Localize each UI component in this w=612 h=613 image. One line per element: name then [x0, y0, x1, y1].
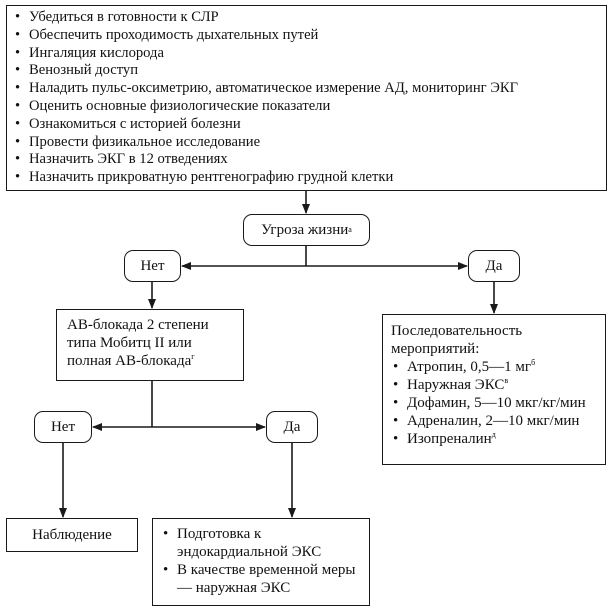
list-item: В качестве временной меры — наружная ЭКС [161, 561, 361, 597]
yes-node-1: Да [468, 250, 520, 282]
pacing-box: Подготовка к эндокардиальной ЭКСВ качест… [152, 518, 370, 606]
av-block-box: АВ-блокада 2 степени типа Мобитц II или … [56, 309, 244, 381]
observation-box: Наблюдение [6, 518, 138, 552]
sequence-list: Атропин, 0,5—1 мгбНаружная ЭКСвДофамин, … [391, 358, 597, 448]
list-item: Наладить пульс-оксиметрию, автоматическо… [13, 80, 600, 98]
no-label: Нет [50, 419, 76, 435]
list-item: Адреналин, 2—10 мкг/мин [391, 412, 597, 430]
footnote-mark: б [531, 358, 536, 367]
list-item: Назначить ЭКГ в 12 отведениях [13, 151, 600, 169]
list-item: Подготовка к эндокардиальной ЭКС [161, 525, 361, 561]
no-node-1: Нет [124, 250, 181, 282]
list-item: Венозный доступ [13, 62, 600, 80]
list-item: Ингаляция кислорода [13, 45, 600, 63]
list-item: Атропин, 0,5—1 мгб [391, 358, 597, 376]
list-item: Дофамин, 5—10 мкг/кг/мин [391, 394, 597, 412]
no-node-2: Нет [34, 411, 92, 443]
yes-label: Да [283, 419, 301, 435]
list-item: Убедиться в готовности к СЛР [13, 9, 600, 27]
list-item: Оценить основные физиологические показат… [13, 98, 600, 116]
av-block-line: типа Мобитц II или [67, 335, 192, 351]
list-item: Провести физикальное исследование [13, 134, 600, 152]
yes-label: Да [485, 258, 503, 274]
footnote-mark: д [491, 430, 496, 439]
list-item: Ознакомиться с историей болезни [13, 116, 600, 134]
list-item: Назначить прикроватную рентгенографию гр… [13, 169, 600, 187]
yes-node-2: Да [266, 411, 318, 443]
footnote-mark: г [191, 352, 195, 361]
av-block-line: полная АВ-блокадаг [67, 352, 195, 370]
no-label: Нет [140, 258, 165, 274]
list-item: Обеспечить проходимость дыхательных путе… [13, 27, 600, 45]
life-threat-label: Угроза жизни [261, 222, 349, 238]
footnote-mark: в [504, 376, 509, 385]
sequence-heading: Последовательность мероприятий: [391, 323, 523, 357]
pacing-list: Подготовка к эндокардиальной ЭКСВ качест… [161, 525, 361, 597]
observation-label: Наблюдение [32, 527, 112, 543]
av-block-line: АВ-блокада 2 степени [67, 317, 209, 333]
initial-actions-box: Убедиться в готовности к СЛРОбеспечить п… [6, 5, 607, 191]
initial-actions-list: Убедиться в готовности к СЛРОбеспечить п… [13, 9, 600, 187]
list-item: Изопреналинд [391, 430, 597, 448]
treatment-sequence-box: Последовательность мероприятий: Атропин,… [382, 314, 606, 465]
list-item: Наружная ЭКСв [391, 376, 597, 394]
